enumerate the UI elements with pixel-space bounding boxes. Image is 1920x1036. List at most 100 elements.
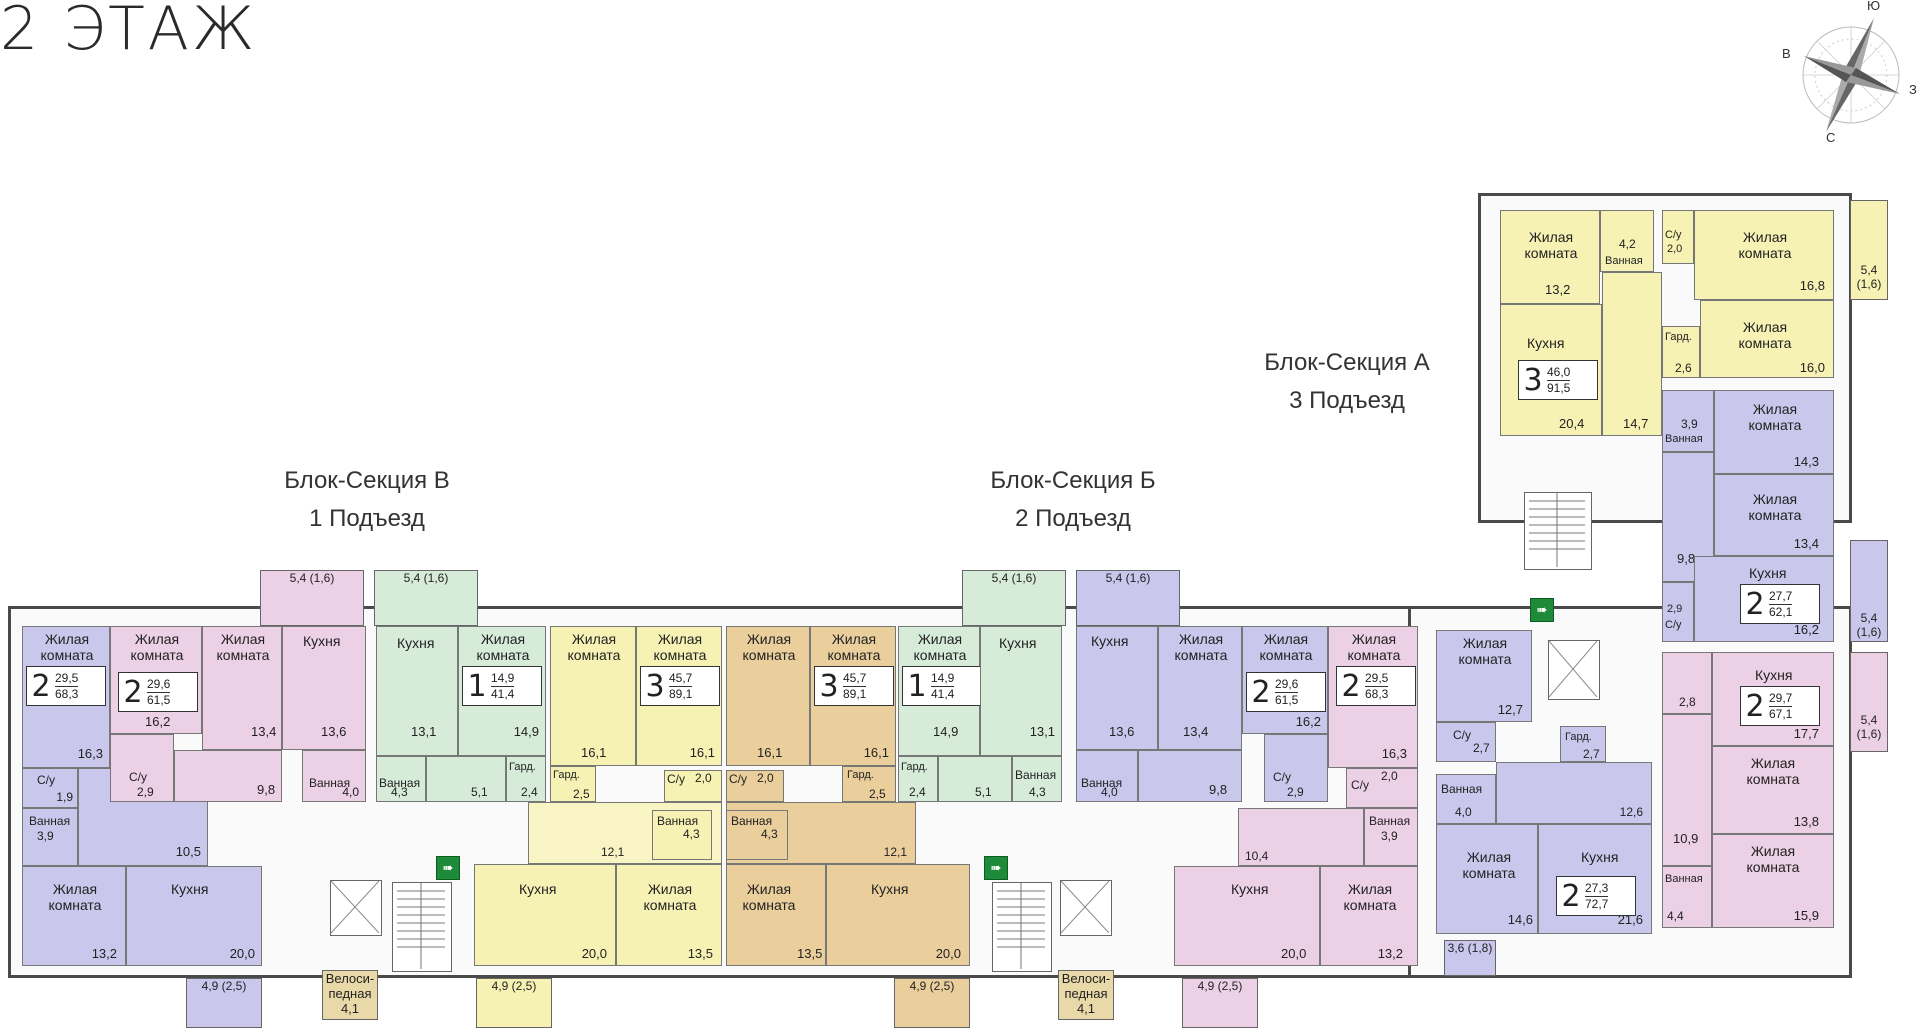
- room-area: 13,6: [1109, 724, 1135, 739]
- room-area: 4,3: [683, 827, 700, 841]
- room-area: 4,0: [1101, 785, 1118, 799]
- balcony: 5,4 (1,6): [1850, 652, 1888, 752]
- room-living: Жилая комната 16,0: [1700, 300, 1834, 378]
- room-label: Жилая комната: [913, 631, 967, 663]
- room-area: 4,3: [761, 827, 778, 841]
- total-area: 61,5: [1275, 692, 1299, 707]
- balcony: 4,9 (2,5): [1182, 978, 1258, 1028]
- room-label: Жилая комната: [1738, 229, 1792, 261]
- room-area: 12,1: [883, 845, 907, 859]
- room-label: С/у: [1273, 770, 1291, 784]
- room-area: 4,4: [1667, 909, 1684, 923]
- room-area: 2,7: [1583, 747, 1600, 761]
- room-label: Гард.: [901, 761, 928, 773]
- total-area: 62,1: [1769, 604, 1793, 619]
- room-label: Жилая комната: [48, 881, 102, 913]
- room-area: 9,8: [257, 782, 276, 797]
- room-hall: 10,4: [1238, 808, 1364, 866]
- room-area: 16,2: [1295, 714, 1321, 729]
- room-label: Велоси- педная: [1061, 971, 1111, 1001]
- room-wc: С/у 2,9: [110, 734, 174, 802]
- room-label: Жилая комната: [1524, 229, 1578, 261]
- room-area: 2,0: [757, 771, 774, 785]
- room-area: 2,9: [1287, 785, 1304, 799]
- room-label: Кухня: [999, 635, 1037, 651]
- room-count: 2: [1341, 668, 1361, 704]
- room-label: Жилая комната: [1174, 631, 1228, 663]
- room-hall: 2,8: [1662, 652, 1712, 714]
- room-count: 2: [31, 668, 51, 704]
- balcony: 5,4 (1,6): [1850, 200, 1888, 300]
- room-bath: Ванная 4,0: [1076, 750, 1138, 802]
- room-area: 16,0: [1799, 360, 1825, 375]
- room-area: 4,0: [342, 785, 359, 799]
- room-label: Ванная: [29, 814, 71, 828]
- room-area: 2,8: [1679, 695, 1696, 709]
- room-count: 2: [1745, 586, 1765, 622]
- room-label: Ванная: [657, 814, 699, 828]
- entrance-name: 2 Подъезд: [1015, 505, 1131, 532]
- room-area: 13,5: [797, 946, 823, 961]
- room-area: 2,0: [1667, 243, 1683, 255]
- total-area: 67,1: [1769, 706, 1793, 721]
- total-area: 41,4: [931, 686, 955, 701]
- room-wc: С/у 2,9: [1662, 582, 1694, 642]
- room-living: Жилая комната 13,2: [1500, 210, 1600, 304]
- room-wardrobe: Гард. 2,7: [1560, 726, 1606, 762]
- room-label: С/у: [729, 772, 747, 786]
- room-area: 4,1: [1076, 1001, 1096, 1016]
- room-area: 2,6: [1675, 361, 1692, 375]
- room-area: 16,1: [581, 745, 607, 760]
- room-kitchen: Кухня 13,6: [282, 626, 366, 750]
- room-bath: 4,2 Ванная: [1600, 210, 1654, 272]
- room-area: 20,0: [581, 946, 607, 961]
- room-label: Жилая комната: [476, 631, 530, 663]
- room-hall: 9,8: [1138, 750, 1242, 802]
- room-area: 20,0: [1281, 946, 1307, 961]
- balcony: 4,9 (2,5): [186, 978, 262, 1028]
- room-area: 3,9: [1681, 417, 1698, 431]
- living-area: 14,9: [931, 670, 955, 687]
- room-label: Кухня: [1231, 881, 1269, 897]
- room-label: Жилая комната: [742, 881, 796, 913]
- room-area: 5,1: [975, 785, 992, 799]
- room-label: Жилая комната: [1746, 843, 1800, 875]
- room-hall: 5,1: [938, 756, 1012, 802]
- room-kitchen: Кухня 13,1: [980, 626, 1062, 756]
- room-area: 16,1: [689, 745, 715, 760]
- emergency-exit-icon: ➠: [1530, 598, 1554, 622]
- room-area: 1,9: [56, 790, 73, 804]
- room-bath: Ванная 4,3: [726, 810, 788, 860]
- room-living: Жилая комната 13,5: [726, 864, 826, 966]
- emergency-exit-icon: ➠: [984, 856, 1008, 880]
- room-area: 16,1: [757, 745, 783, 760]
- room-wardrobe: Гард. 2,4: [898, 756, 938, 802]
- total-area: 68,3: [1365, 686, 1389, 701]
- room-label: С/у: [1453, 728, 1471, 742]
- room-hall: 12,6: [1496, 762, 1652, 824]
- room-living: Жилая комната 13,2: [1320, 866, 1418, 966]
- room-label: Гард.: [1565, 731, 1592, 743]
- entrance-name: 3 Подъезд: [1289, 387, 1405, 414]
- room-label: Кухня: [519, 881, 557, 897]
- room-wc: С/у 2,7: [1436, 722, 1496, 762]
- section-name: Блок-Секция Б: [990, 467, 1156, 494]
- room-label: С/у: [37, 773, 55, 787]
- room-area: 10,9: [1673, 831, 1699, 846]
- room-kitchen: Кухня 13,6: [1076, 626, 1158, 750]
- room-living: Жилая комната 13,8: [1712, 746, 1834, 834]
- room-area: 13,2: [1545, 282, 1571, 297]
- room-bath: Ванная 4,3: [1012, 756, 1062, 802]
- room-area: 9,8: [1677, 551, 1696, 566]
- room-label: Кухня: [1527, 335, 1565, 351]
- room-living: Жилая комната 16,8: [1694, 210, 1834, 300]
- room-area: 12,6: [1619, 805, 1643, 819]
- room-hall: 5,1: [426, 756, 506, 802]
- total-area: 68,3: [55, 686, 79, 701]
- room-wc: С/у 2,0: [664, 770, 722, 802]
- room-area: 10,4: [1245, 849, 1269, 863]
- room-label: Ванная: [379, 776, 421, 790]
